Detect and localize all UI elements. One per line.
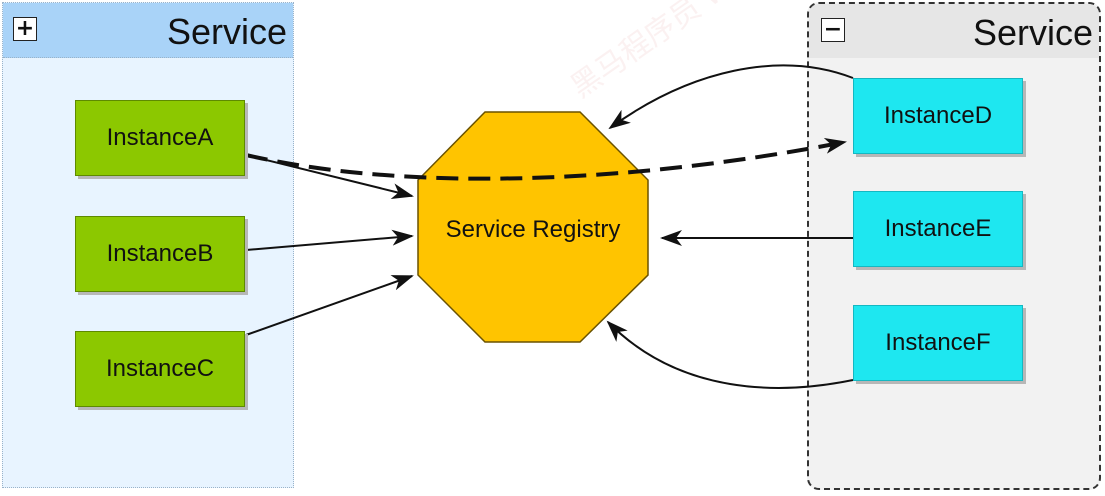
arrow-instanceb-to-registry <box>245 229 414 251</box>
expand-toggle-icon[interactable]: + <box>13 17 37 41</box>
arrow-instanced-to-registry <box>608 64 854 130</box>
instance-e-node[interactable]: InstanceE <box>853 191 1023 267</box>
dashed-call-instancea-to-instanced <box>245 137 847 181</box>
arrow-instancef-to-registry <box>606 320 854 389</box>
instance-f-node[interactable]: InstanceF <box>853 305 1023 381</box>
collapse-toggle-icon[interactable]: − <box>821 18 845 42</box>
instance-d-node[interactable]: InstanceD <box>853 78 1023 154</box>
instance-b-node[interactable]: InstanceB <box>75 216 245 292</box>
service-group-right-title: Service <box>972 12 1093 53</box>
service-registry-octagon[interactable] <box>417 111 649 343</box>
service-registry-label: Service Registry <box>445 216 621 243</box>
arrow-instancea-to-registry <box>245 154 414 199</box>
instance-c-node[interactable]: InstanceC <box>75 331 245 407</box>
service-group-left-title: Service <box>166 11 287 52</box>
service-group-left-header: + Service <box>3 3 293 58</box>
service-group-right-header: − Service <box>809 4 1099 58</box>
service-group-left: + Service <box>2 2 294 488</box>
arrow-instancec-to-registry <box>245 275 414 336</box>
instance-a-node[interactable]: InstanceA <box>75 100 245 176</box>
